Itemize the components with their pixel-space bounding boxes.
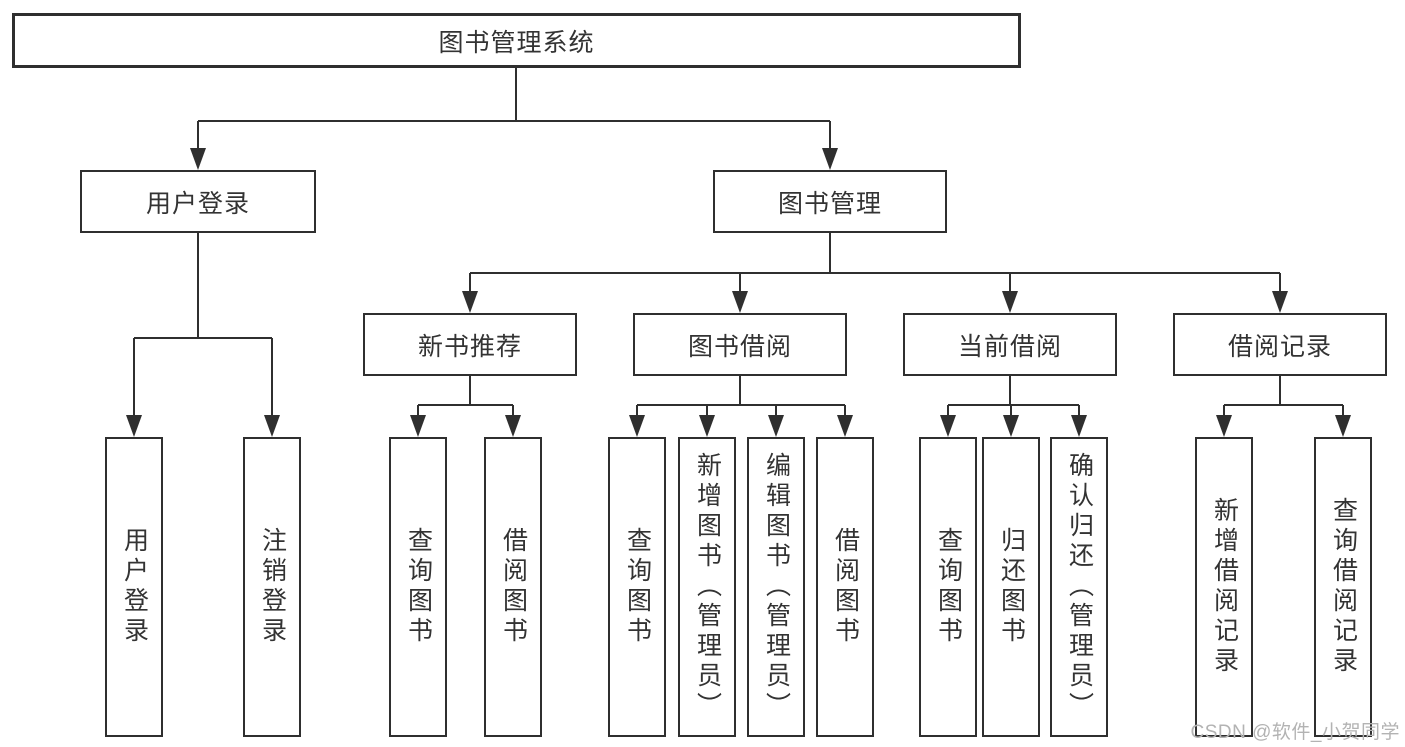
leaf-borrow-edit-book-admin-label: 编辑图书（管理员） <box>762 452 791 722</box>
node-borrow-records: 借阅记录 <box>1173 313 1387 376</box>
leaf-user-login: 用户登录 <box>105 437 163 737</box>
leaf-user-login-label: 用户登录 <box>120 527 149 647</box>
leaf-borrow-add-book-admin-label: 新增图书（管理员） <box>693 452 722 722</box>
leaf-records-query-record: 查询借阅记录 <box>1314 437 1372 737</box>
leaf-current-return-book: 归还图书 <box>982 437 1040 737</box>
leaf-current-query-book-label: 查询图书 <box>934 527 963 647</box>
leaf-logout-label: 注销登录 <box>258 527 287 647</box>
leaf-current-query-book: 查询图书 <box>919 437 977 737</box>
leaf-logout: 注销登录 <box>243 437 301 737</box>
csdn-watermark: CSDN @软件_小贺同学 <box>1190 722 1400 743</box>
leaf-current-confirm-return-admin: 确认归还（管理员） <box>1050 437 1108 737</box>
leaf-borrow-query-book-label: 查询图书 <box>623 527 652 647</box>
leaf-borrow-borrow-book: 借阅图书 <box>816 437 874 737</box>
leaf-newbook-query-book: 查询图书 <box>389 437 447 737</box>
leaf-current-return-book-label: 归还图书 <box>997 527 1026 647</box>
node-new-book-recommend: 新书推荐 <box>363 313 577 376</box>
leaf-borrow-borrow-book-label: 借阅图书 <box>831 527 860 647</box>
leaf-records-add-record-label: 新增借阅记录 <box>1210 497 1239 677</box>
leaf-records-add-record: 新增借阅记录 <box>1195 437 1253 737</box>
leaf-borrow-query-book: 查询图书 <box>608 437 666 737</box>
leaf-newbook-borrow-book: 借阅图书 <box>484 437 542 737</box>
leaf-records-query-record-label: 查询借阅记录 <box>1329 497 1358 677</box>
node-book-management: 图书管理 <box>713 170 947 233</box>
leaf-current-confirm-return-admin-label: 确认归还（管理员） <box>1065 452 1094 722</box>
leaf-borrow-edit-book-admin: 编辑图书（管理员） <box>747 437 805 737</box>
node-book-borrow: 图书借阅 <box>633 313 847 376</box>
leaf-borrow-add-book-admin: 新增图书（管理员） <box>678 437 736 737</box>
node-user-login: 用户登录 <box>80 170 316 233</box>
node-current-borrow: 当前借阅 <box>903 313 1117 376</box>
leaf-newbook-borrow-book-label: 借阅图书 <box>499 527 528 647</box>
leaf-newbook-query-book-label: 查询图书 <box>404 527 433 647</box>
node-root: 图书管理系统 <box>12 13 1021 68</box>
